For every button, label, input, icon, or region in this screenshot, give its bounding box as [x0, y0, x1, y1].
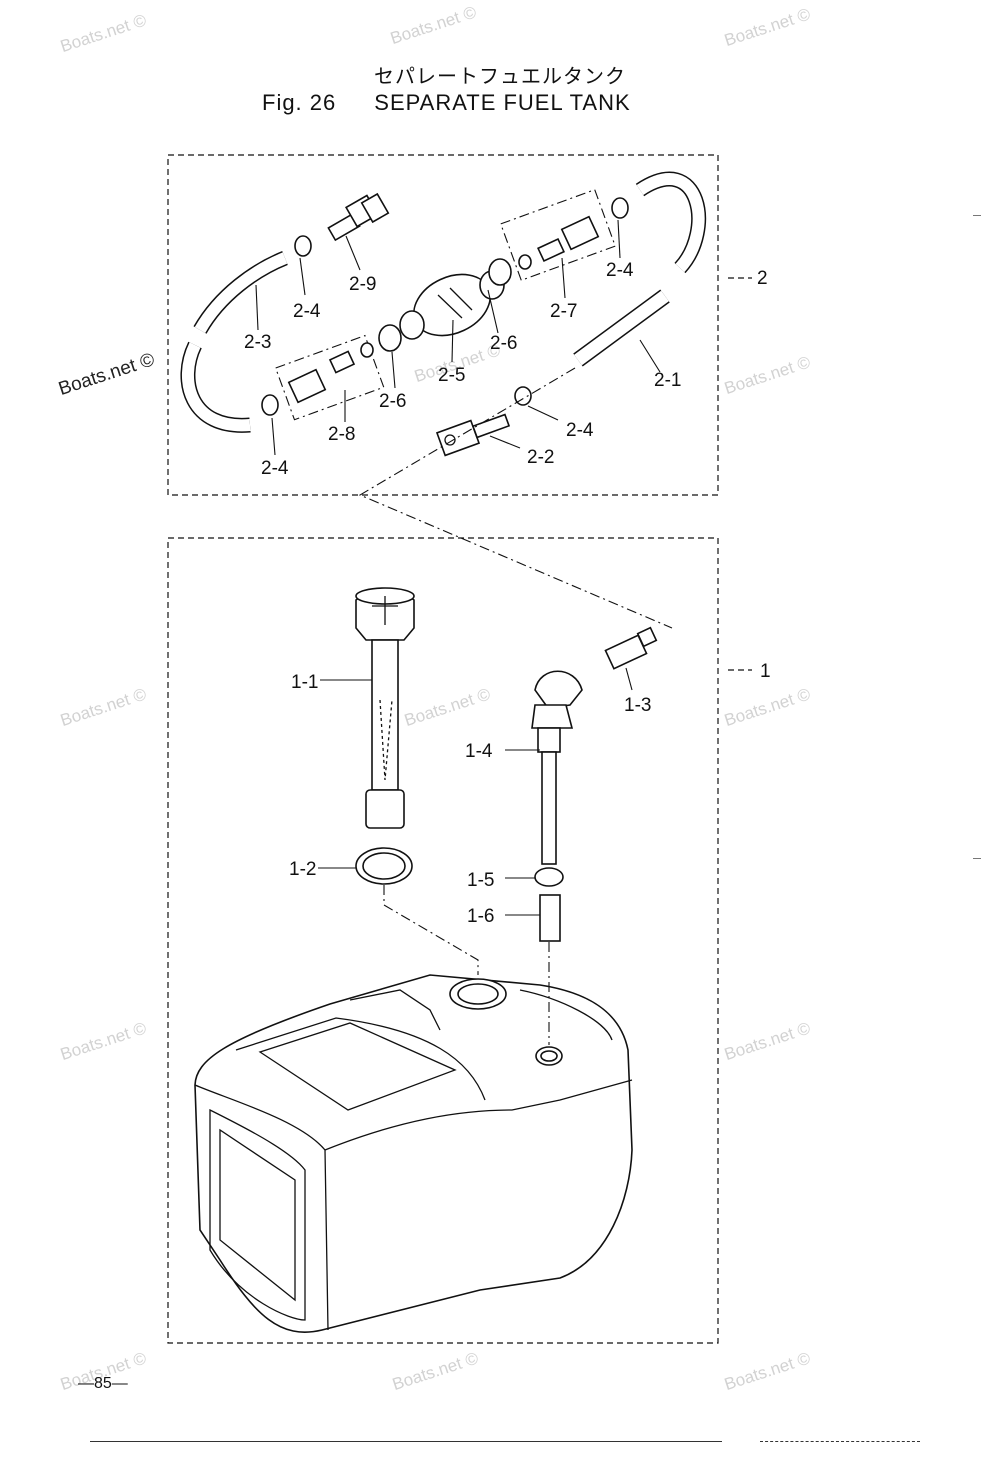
callout-1-4: 1-4	[465, 741, 493, 762]
callout-2-2: 2-2	[527, 447, 554, 468]
callout-2-6: 2-6	[490, 333, 517, 354]
clip-2-4	[611, 197, 629, 219]
callout-2-9: 2-9	[349, 274, 376, 295]
callout-1-6: 1-6	[467, 906, 494, 927]
connector-2-9	[327, 192, 390, 242]
fuel-tank	[194, 974, 633, 1333]
callout-2-4: 2-4	[606, 260, 634, 281]
fuel-tank-assembly-boundary	[167, 537, 719, 1344]
check-valve-group-2-8	[274, 334, 385, 421]
callout-2-3: 2-3	[244, 332, 271, 353]
clip-2-4	[294, 235, 312, 257]
callout-2-6: 2-6	[379, 391, 406, 412]
check-valve-2-8	[287, 342, 374, 404]
callout-1-2: 1-2	[289, 859, 316, 880]
o-ring-1-5	[534, 867, 564, 887]
filter-1-6	[539, 894, 561, 942]
bottom-rule-dashed	[760, 1441, 920, 1442]
page-number: —85—	[78, 1375, 128, 1392]
callout-1: 1	[760, 661, 771, 682]
callout-2-4: 2-4	[566, 420, 594, 441]
callout-2-4: 2-4	[293, 301, 321, 322]
callout-1-5: 1-5	[467, 870, 494, 891]
fuel-line-assembly-boundary	[167, 154, 719, 496]
connection-line	[358, 367, 673, 629]
callout-2-1: 2-1	[654, 370, 681, 391]
fuel-pickup-1-4	[531, 670, 583, 865]
primer-bulb-2-5	[399, 270, 505, 340]
figure-number: Fig. 26	[262, 90, 337, 115]
valve-2-6	[378, 324, 402, 352]
callout-2-8: 2-8	[328, 424, 355, 445]
fuel-fitting-1-3	[604, 626, 658, 670]
callout-2-4: 2-4	[261, 458, 289, 479]
check-valve-group-2-7	[500, 189, 616, 281]
valve-2-6	[488, 258, 512, 286]
bottom-rule	[90, 1441, 722, 1442]
figure-title: Fig. 26 SEPARATE FUEL TANK	[262, 90, 631, 116]
title-japanese: セパレートフュエルタンク	[374, 64, 626, 88]
connector-2-2	[435, 413, 511, 457]
callout-2: 2	[757, 268, 768, 289]
clip-2-4	[261, 394, 279, 416]
margin-mark	[973, 215, 981, 216]
fuel-gauge-1-1	[355, 587, 415, 829]
callout-1-1: 1-1	[291, 672, 318, 693]
callout-2-7: 2-7	[550, 301, 577, 322]
check-valve-2-7	[518, 215, 600, 270]
figure-title-text: SEPARATE FUEL TANK	[374, 90, 631, 115]
margin-mark	[973, 858, 981, 859]
callout-2-5: 2-5	[438, 365, 465, 386]
callout-1-3: 1-3	[624, 695, 651, 716]
